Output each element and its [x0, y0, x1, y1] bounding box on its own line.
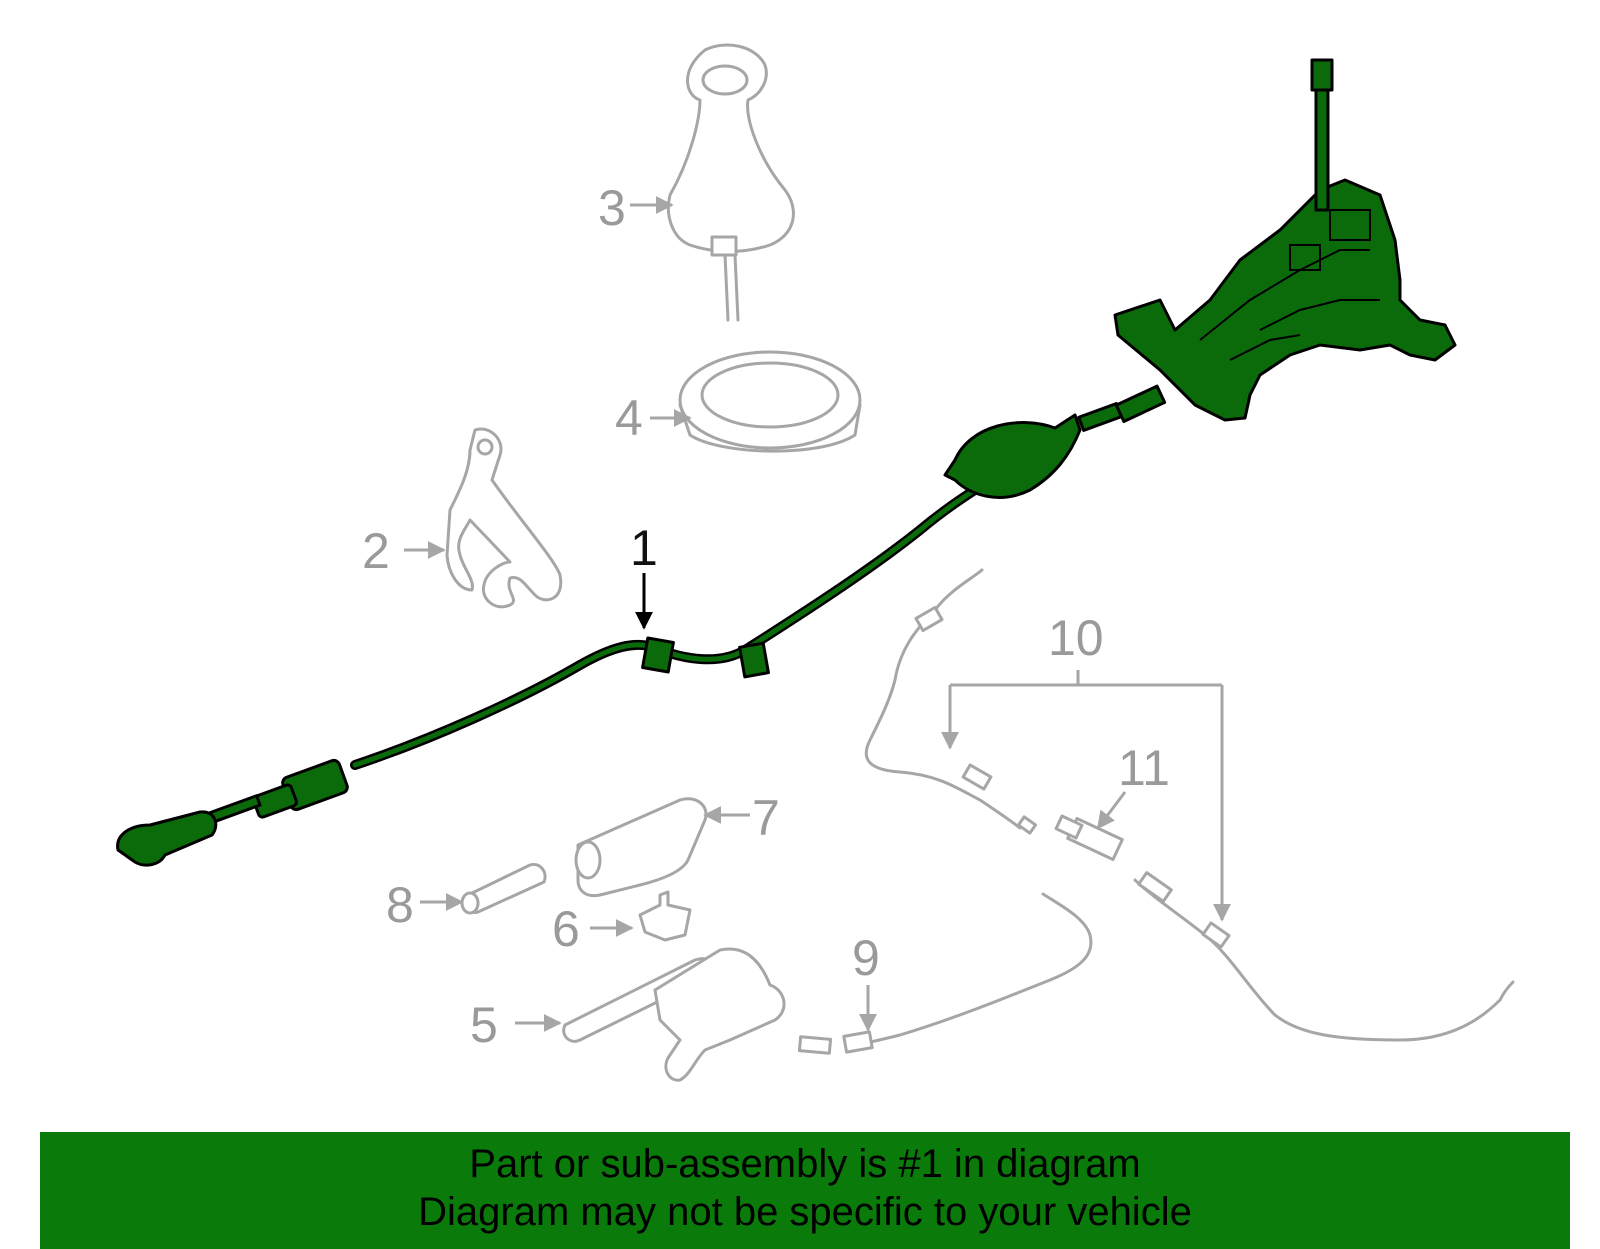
callout-5: 5 [470, 997, 498, 1053]
callout-3: 3 [598, 180, 626, 236]
part-1-shift-cable-assembly [116, 58, 1457, 867]
part-3-shift-knob [666, 43, 795, 322]
banner-line-2: Diagram may not be specific to your vehi… [418, 1190, 1192, 1234]
part-5-lever [562, 947, 786, 1082]
part-11-clip [1054, 814, 1124, 862]
part-4-ring [678, 350, 862, 453]
callout-9: 9 [852, 930, 880, 986]
parts-diagram: 1 2 3 4 5 6 7 8 9 10 11 [116, 43, 1515, 1082]
callout-6: 6 [552, 901, 580, 957]
part-10-cable [864, 568, 1515, 1042]
part-2-bracket [445, 427, 563, 609]
part-8-pin [460, 862, 547, 915]
part-7-block [574, 797, 708, 898]
leader-arrows [404, 196, 1231, 1032]
callout-10: 10 [1048, 610, 1104, 666]
arrow-11 [1096, 791, 1127, 830]
callout-8: 8 [386, 877, 414, 933]
info-banner: Part or sub-assembly is #1 in diagram Di… [40, 1132, 1570, 1249]
callout-4: 4 [615, 390, 643, 446]
banner-line-1: Part or sub-assembly is #1 in diagram [469, 1142, 1141, 1186]
callout-labels: 1 2 3 4 5 6 7 8 9 10 11 [362, 180, 1170, 1053]
callout-7: 7 [752, 790, 780, 846]
part-9-cable [797, 892, 1093, 1055]
callout-1: 1 [630, 520, 658, 576]
part-6-clip [638, 890, 692, 942]
callout-2: 2 [362, 523, 390, 579]
arrow-10-bracket [948, 670, 1224, 918]
callout-11: 11 [1118, 740, 1170, 796]
